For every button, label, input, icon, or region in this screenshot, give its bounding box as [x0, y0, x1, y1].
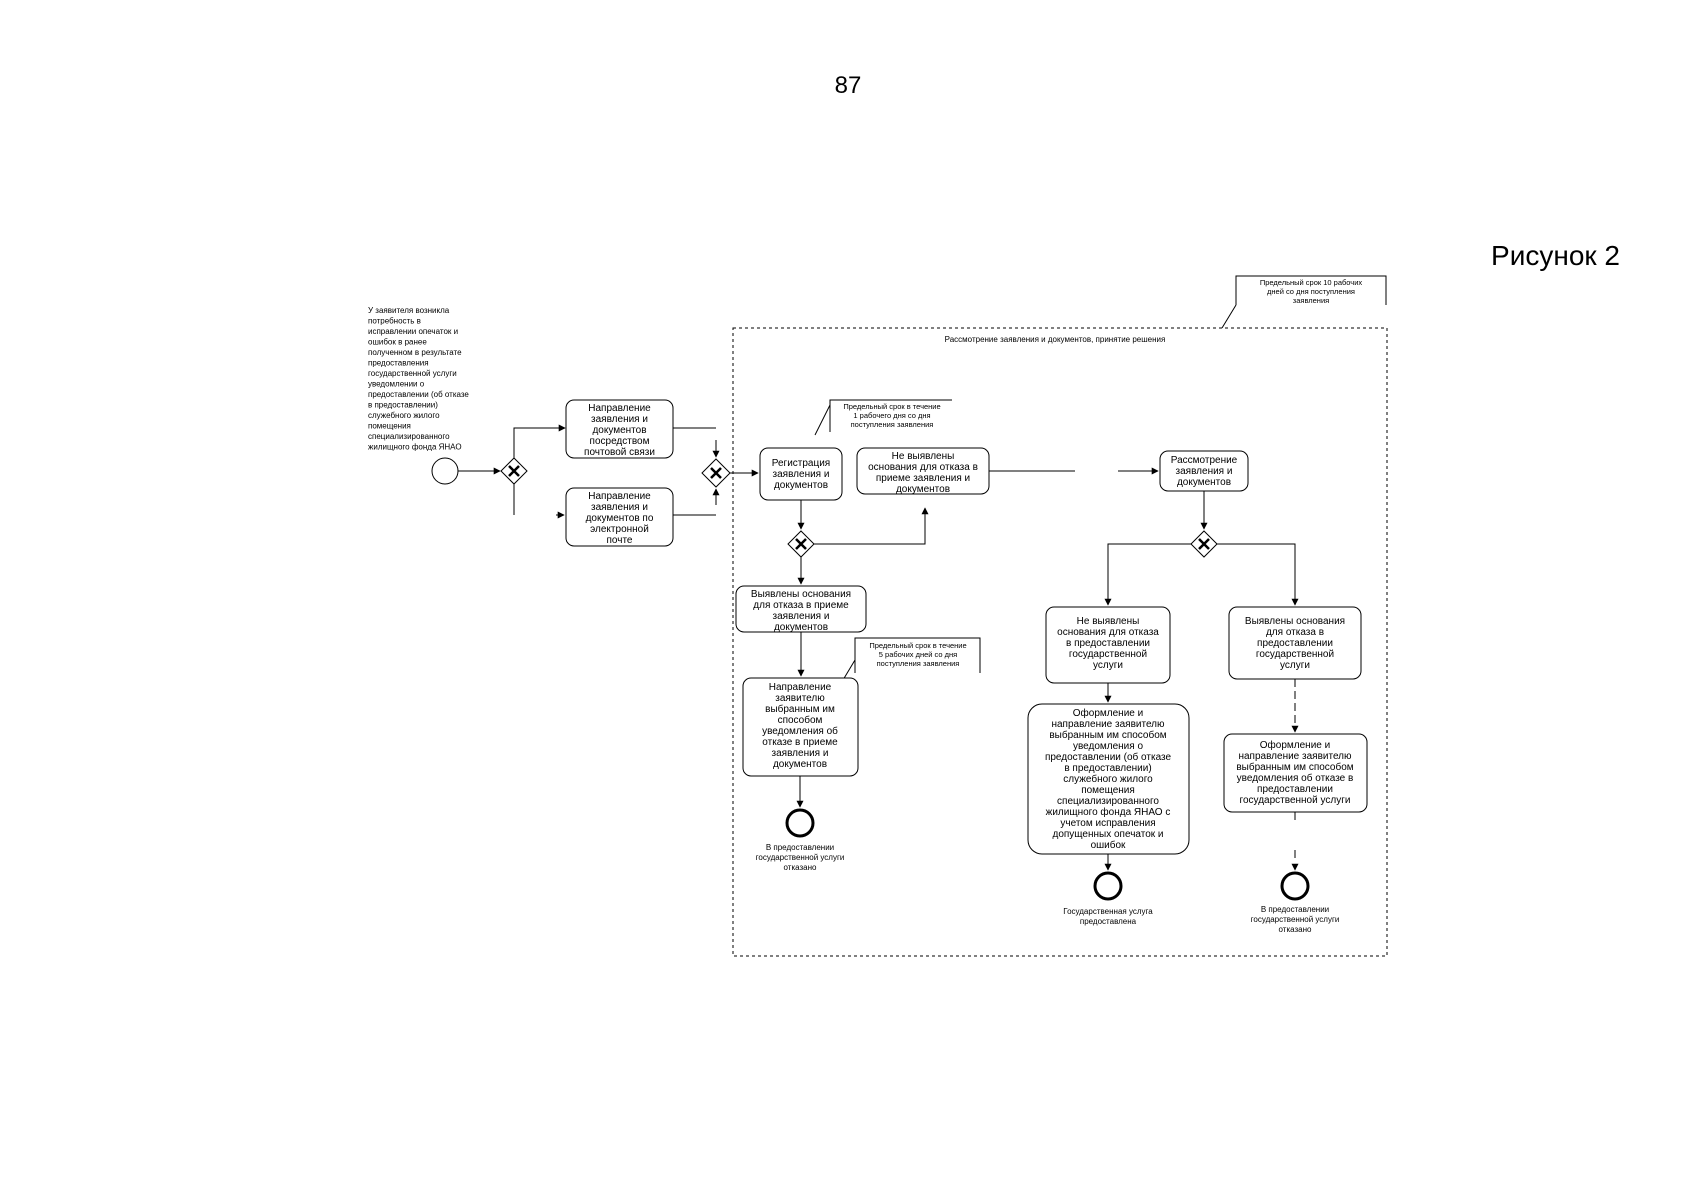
- pool-boundary: [732, 327, 1388, 957]
- task-email-submission: [565, 487, 674, 547]
- page-number: 87: [834, 72, 862, 99]
- end-event-reception-refused: [785, 808, 815, 838]
- pool-title: Рассмотрение заявления и документов, при…: [945, 335, 1166, 344]
- task-mail-submission: [565, 399, 674, 459]
- end-event-service-provided: [1093, 871, 1123, 901]
- end-event-service-refused: [1280, 871, 1310, 901]
- gateway-split-icon: [500, 457, 528, 485]
- start-event: [431, 457, 459, 485]
- gateway-decision-icon: [1190, 530, 1218, 558]
- figure-label: Рисунок 2: [1491, 240, 1620, 271]
- gateway-merge-icon: [701, 458, 731, 488]
- gateway-reception-check-icon: [787, 530, 815, 558]
